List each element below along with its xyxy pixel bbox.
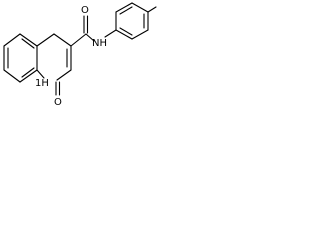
bond (131, 29, 149, 40)
bond (21, 67, 35, 78)
bond (115, 29, 133, 40)
lactam-carbonyl (55, 81, 61, 96)
bond (119, 6, 133, 15)
methyl-bond (147, 6, 157, 13)
bond (56, 69, 72, 81)
carboxamide (70, 15, 95, 47)
pyridinone-ring (36, 33, 72, 81)
bond (36, 33, 55, 47)
tolyl-ring (115, 2, 149, 40)
bond (21, 38, 35, 49)
bond (19, 33, 38, 47)
bond (115, 2, 133, 13)
label-ring-nh: 1H (35, 78, 49, 89)
bond (3, 69, 21, 83)
bond (119, 27, 133, 36)
label-carbonyl-bottom-o: O (54, 97, 62, 108)
bond (3, 33, 21, 47)
benzo-ring (3, 33, 38, 83)
chemical-structure: 1H NH O O (3, 2, 157, 108)
bond (104, 29, 117, 38)
bond (70, 33, 87, 47)
bond (85, 33, 95, 42)
label-amide-nh: NH (92, 38, 107, 49)
bond (53, 33, 72, 47)
bond (36, 69, 45, 79)
label-carbonyl-top-o: O (81, 5, 89, 16)
bond (19, 69, 38, 83)
bond (131, 2, 149, 13)
